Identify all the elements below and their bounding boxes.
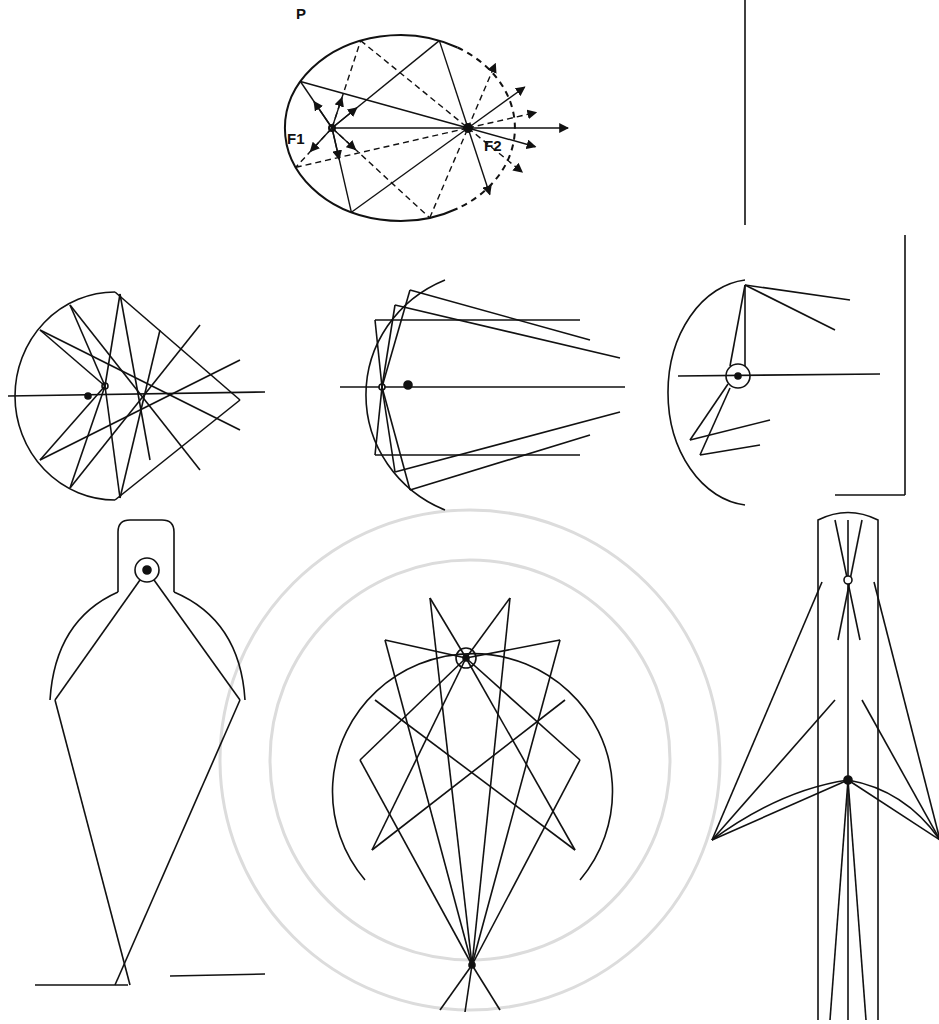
point-label: P [296, 6, 306, 21]
light-ray [439, 41, 468, 128]
light-ray [332, 127, 568, 128]
light-ray [332, 98, 342, 128]
light-ray [468, 64, 495, 128]
lamp-housing [35, 520, 265, 985]
light-ray [314, 102, 332, 128]
light-ray [310, 128, 332, 152]
light-ray [332, 128, 356, 150]
light-ray [332, 41, 361, 128]
point-label: F2 [484, 138, 502, 153]
light-ray [300, 82, 468, 129]
light-ray [468, 128, 522, 172]
tube-reflector [712, 513, 939, 1021]
light-ray [468, 128, 535, 147]
ellipse-rays [296, 41, 568, 218]
light-ray [332, 128, 351, 212]
light-ray [430, 128, 468, 218]
shallow-reflector [340, 280, 625, 510]
watermark-seal [220, 510, 720, 1010]
light-ray [361, 41, 468, 128]
deep-reflector [8, 292, 265, 500]
light-ray [332, 128, 430, 218]
spherical-reflector [333, 598, 613, 1012]
light-ray [296, 128, 468, 167]
point-label: F1 [287, 131, 305, 146]
lamp-reflector [668, 280, 880, 505]
